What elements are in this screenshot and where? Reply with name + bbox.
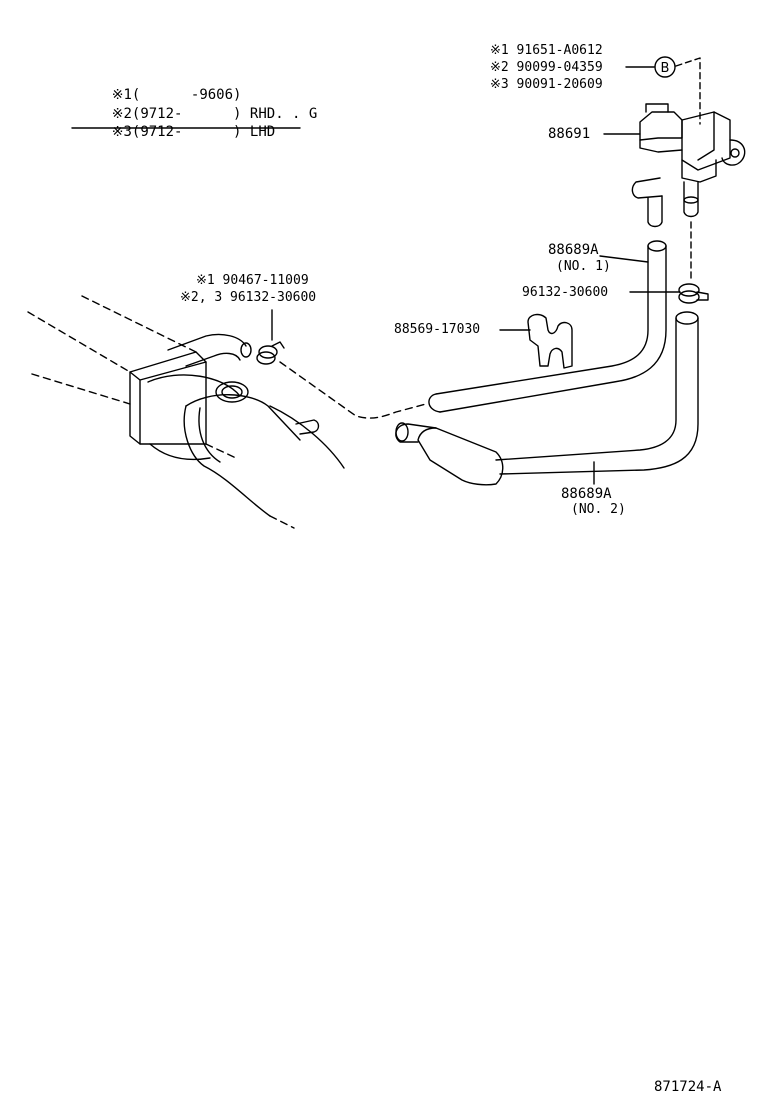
hose-no1-label: (NO. 1) (556, 259, 611, 274)
hose-no1-part-number[interactable]: 88689A (548, 242, 599, 258)
clamp-left-drawing (256, 341, 285, 365)
legend-row-1: ※1( -9606) (78, 74, 242, 116)
valve-alt-part-2[interactable]: ※2 90099-04359 (490, 60, 603, 75)
ref-b-leader (675, 57, 701, 125)
vsv-valve-drawing (631, 103, 746, 228)
clamp-left-part-number-2[interactable]: ※2, 3 96132-30600 (180, 290, 317, 305)
legend-range: (9712- ) (131, 106, 242, 122)
intake-assembly-drawing (129, 333, 345, 517)
bracket-part-number[interactable]: 88569-17030 (394, 322, 481, 337)
legend-row-2: ※2(9712- ) RHD. . G (78, 93, 318, 135)
legend-note: RHD. . G (249, 106, 318, 122)
leader-lines (499, 66, 681, 485)
legend-mark: ※1 (111, 87, 132, 103)
ref-circle-letter: B (661, 61, 670, 76)
legend-note: LHD (249, 124, 276, 140)
legend-mark: ※3 (111, 124, 132, 140)
hose-no1-drawing (428, 240, 667, 413)
valve-part-number[interactable]: 88691 (548, 126, 591, 142)
valve-alt-part-3[interactable]: ※3 90091-20609 (490, 77, 603, 92)
clamp-left-part-number-1[interactable]: ※1 90467-11009 (196, 273, 309, 288)
ref-circle (654, 56, 676, 78)
legend-mark: ※2 (111, 106, 132, 122)
hose-no2-part-number[interactable]: 88689A (561, 486, 612, 502)
hose-no2-label: (NO. 2) (571, 502, 626, 517)
clamp-right-drawing (678, 283, 709, 304)
phantom-lines (27, 295, 427, 529)
bracket-drawing (527, 313, 573, 369)
hose-no2-drawing (395, 311, 699, 486)
legend-range: ( -9606) (131, 87, 242, 103)
valve-alt-part-1[interactable]: ※1 91651-A0612 (490, 43, 603, 58)
diagram-id: 871724-A (654, 1079, 722, 1095)
clamp-right-part-number[interactable]: 96132-30600 (522, 285, 609, 300)
legend-row-3: ※3(9712- ) LHD (78, 111, 275, 153)
legend-range: (9712- ) (131, 124, 242, 140)
